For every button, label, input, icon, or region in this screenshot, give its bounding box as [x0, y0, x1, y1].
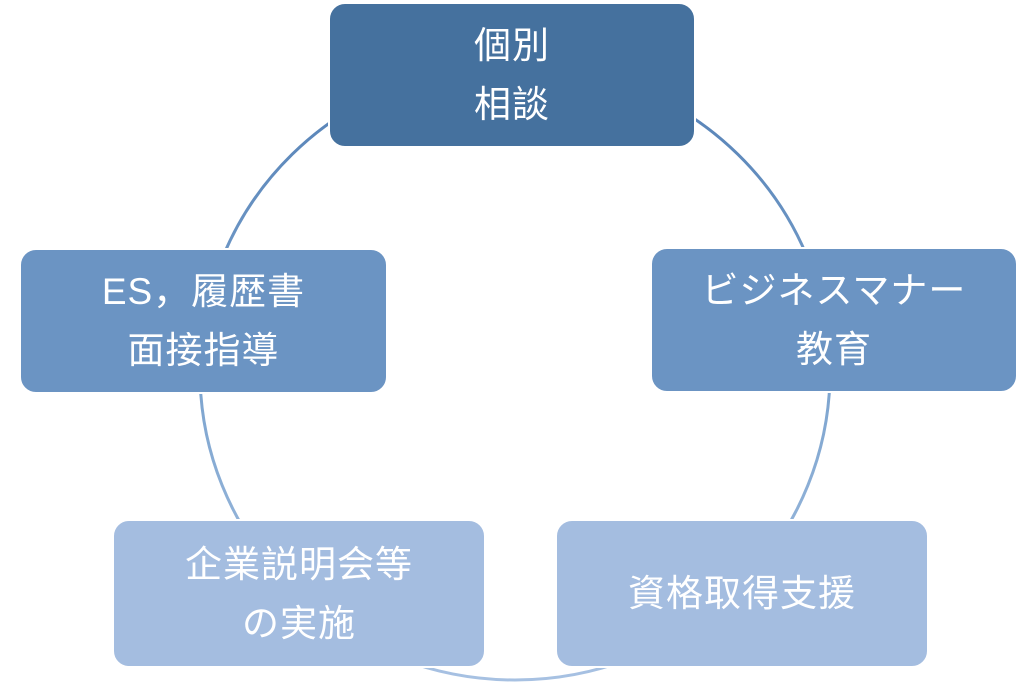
node-es-resume-interview-guidance: ES，履歴書 面接指導: [19, 248, 388, 394]
node-company-info-sessions: 企業説明会等 の実施: [112, 519, 486, 668]
node-label-line: 資格取得支援: [628, 573, 856, 614]
node-business-manner-training: ビジネスマナー 教育: [650, 247, 1018, 393]
node-label-line: 個別: [474, 25, 550, 66]
node-label-line: 教育: [796, 329, 872, 370]
node-label-line: 面接指導: [127, 330, 280, 371]
node-label-line: 企業説明会等: [185, 543, 413, 585]
node-label-line: ビジネスマナー: [701, 270, 967, 311]
node-label-line: 相談: [474, 84, 550, 125]
node-label-line: ES，履歴書: [101, 271, 306, 312]
node-individual-consultation: 個別 相談: [328, 2, 696, 148]
node-label-line: の実施: [242, 602, 356, 644]
node-qualification-support: 資格取得支援: [555, 519, 929, 668]
